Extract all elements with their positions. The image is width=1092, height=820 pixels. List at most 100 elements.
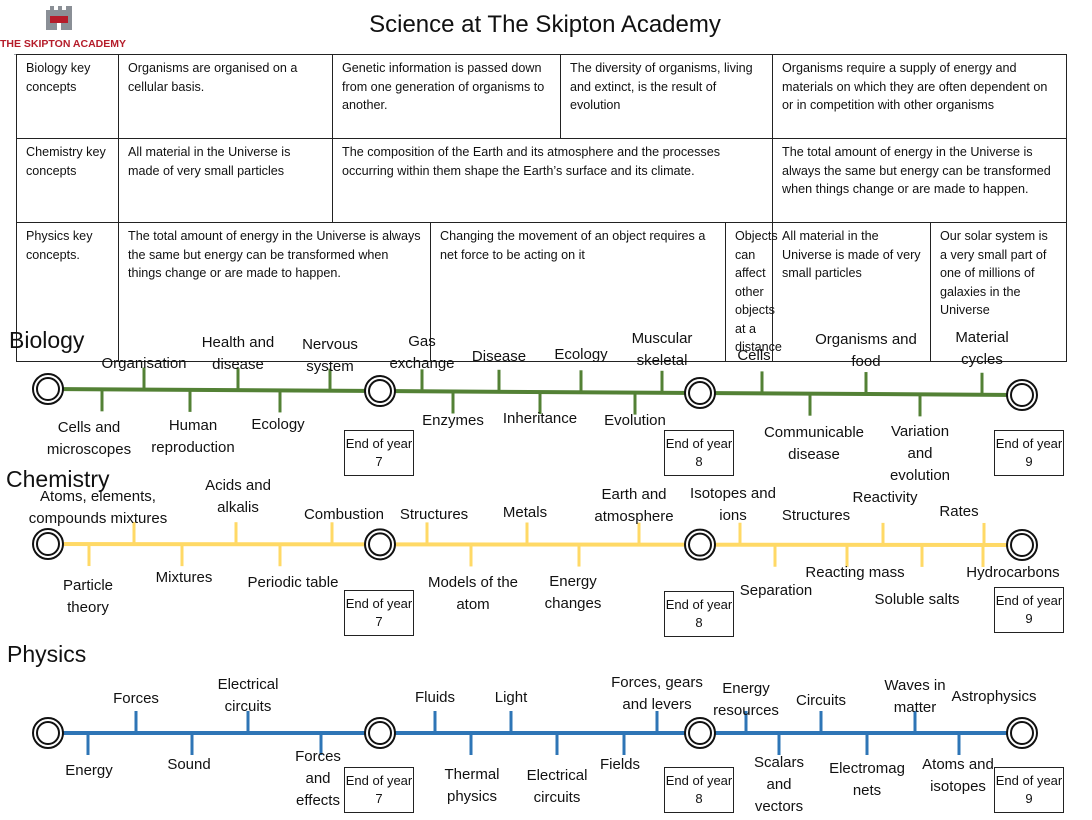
biology-topic-label: Nervous system: [302, 336, 358, 375]
biology-topic-label: Inheritance: [502, 410, 578, 427]
physics-topic-label: Scalars and vectors: [753, 754, 805, 815]
physics-topic-label: Circuits: [795, 692, 847, 709]
biology-topic-label: Gas exchange: [389, 333, 455, 372]
physics-milestone-node-inner: [368, 721, 392, 745]
chemistry-topic-label: Structures: [399, 506, 469, 523]
page-title: Science at The Skipton Academy: [369, 11, 721, 38]
castle-crest-icon: [46, 6, 72, 30]
biology-topic-label: Muscular skeletal: [631, 330, 693, 369]
school-name: THE SKIPTON ACADEMY: [0, 38, 127, 50]
physics-topic-label: Waves in matter: [884, 677, 946, 716]
physics-concept-cell: All material in the Universe is made of …: [772, 222, 931, 362]
chemistry-milestone-node-inner: [688, 532, 712, 557]
chemistry-topic-label: Atoms, elements, compounds mixtures: [28, 488, 168, 527]
chemistry-row-label: Chemistry key concepts: [16, 138, 119, 223]
chemistry-topic-label: Separation: [739, 582, 813, 599]
biology-concept-cell: Genetic information is passed down from …: [332, 54, 561, 139]
biology-milestone-node-inner: [688, 381, 712, 406]
physics-topic-label: Forces and effects: [295, 748, 341, 809]
end-of-year-8-box: End of year 8: [664, 591, 734, 637]
physics-concept-cell: Changing the movement of an object requi…: [430, 222, 726, 362]
biology-topic-label: Human reproduction: [151, 417, 235, 456]
end-of-year-7-box: End of year 7: [344, 767, 414, 813]
chemistry-heading: Chemistry: [6, 466, 110, 492]
chemistry-topic-label: Earth and atmosphere: [594, 486, 674, 525]
physics-milestone-node-inner: [36, 721, 60, 745]
end-of-year-9-box: End of year 9: [994, 430, 1064, 476]
chemistry-concept-cell: The composition of the Earth and its atm…: [332, 138, 773, 223]
biology-milestone-node-inner: [1010, 383, 1034, 407]
biology-topic-label: Material cycles: [955, 329, 1009, 368]
biology-topic-label: Enzymes: [422, 412, 484, 429]
chemistry-topic-label: Reacting mass: [805, 564, 905, 581]
biology-topic-label: Organisation: [101, 355, 187, 372]
end-of-year-7-box: End of year 7: [344, 590, 414, 636]
physics-milestone-node-inner: [688, 721, 712, 745]
physics-topic-label: Forces, gears and levers: [611, 674, 703, 713]
chemistry-milestone-node-inner: [368, 532, 392, 557]
chemistry-topic-label: Periodic table: [247, 574, 339, 591]
physics-concept-cell: The total amount of energy in the Univer…: [118, 222, 431, 362]
chemistry-milestone-node-inner: [1010, 533, 1034, 557]
chemistry-topic-label: Hydrocarbons: [966, 564, 1060, 581]
physics-topic-label: Astrophysics: [951, 688, 1037, 705]
physics-topic-label: Fields: [599, 756, 641, 773]
end-of-year-8-box: End of year 8: [664, 430, 734, 476]
physics-topic-label: Fluids: [414, 689, 456, 706]
biology-concept-cell: Organisms are organised on a cellular ba…: [118, 54, 333, 139]
physics-concepts-row: Physics key concepts. The total amount o…: [16, 222, 1067, 362]
biology-topic-label: Evolution: [604, 412, 666, 429]
chemistry-topic-label: Reactivity: [852, 489, 918, 506]
biology-concepts-row: Biology key concepts Organisms are organ…: [16, 54, 1067, 139]
chemistry-topic-label: Mixtures: [155, 569, 213, 586]
chemistry-topic-label: Metals: [502, 504, 548, 521]
physics-row-label: Physics key concepts.: [16, 222, 119, 362]
chemistry-topic-label: Energy changes: [544, 573, 602, 612]
physics-topic-label: Atoms and isotopes: [922, 756, 994, 795]
chemistry-topic-label: Models of the atom: [427, 574, 519, 613]
biology-topic-label: Variation and evolution: [889, 423, 951, 484]
chemistry-concepts-row: Chemistry key concepts All material in t…: [16, 138, 1067, 223]
key-concepts-table: Biology key concepts Organisms are organ…: [16, 54, 1067, 362]
physics-concept-cell: Our solar system is a very small part of…: [930, 222, 1067, 362]
biology-milestone-node-inner: [368, 379, 392, 404]
physics-topic-label: Thermal physics: [444, 766, 500, 805]
physics-topic-label: Sound: [167, 756, 211, 773]
chemistry-milestone-node-inner: [36, 532, 60, 556]
physics-topic-label: Electromagnets: [829, 760, 905, 799]
chemistry-topic-label: Rates: [939, 503, 979, 520]
biology-concept-cell: Organisms require a supply of energy and…: [772, 54, 1067, 139]
biology-topic-label: Disease: [471, 348, 527, 365]
physics-concept-cell: Objects can affect other objects at a di…: [725, 222, 782, 362]
biology-topic-label: Ecology: [554, 346, 608, 363]
biology-topic-label: Organisms and food: [815, 331, 917, 370]
end-of-year-8-box: End of year 8: [664, 767, 734, 813]
physics-topic-label: Forces: [113, 690, 159, 707]
biology-milestone-node-inner: [36, 377, 60, 401]
physics-topic-label: Energy: [65, 762, 113, 779]
chemistry-topic-label: Particle theory: [62, 577, 114, 616]
biology-topic-label: Health and disease: [201, 334, 275, 373]
biology-heading: Biology: [9, 327, 85, 353]
physics-topic-label: Energy resources: [713, 680, 779, 719]
school-logo: THE SKIPTON ACADEMY: [0, 4, 127, 62]
biology-topic-label: Ecology: [251, 416, 305, 433]
physics-topic-label: Electrical circuits: [526, 767, 588, 806]
end-of-year-7-box: End of year 7: [344, 430, 414, 476]
end-of-year-9-box: End of year 9: [994, 587, 1064, 633]
chemistry-topic-label: Soluble salts: [874, 591, 960, 608]
physics-topic-label: Light: [494, 689, 528, 706]
chemistry-concept-cell: The total amount of energy in the Univer…: [772, 138, 1067, 223]
chemistry-topic-label: Isotopes and ions: [690, 485, 776, 524]
physics-heading: Physics: [7, 641, 87, 667]
biology-concept-cell: The diversity of organisms, living and e…: [560, 54, 773, 139]
end-of-year-9-box: End of year 9: [994, 767, 1064, 813]
chemistry-timeline-axis: [47, 542, 1023, 547]
biology-timeline-axis: [47, 387, 1023, 397]
biology-topic-label: Cells and microscopes: [46, 419, 132, 458]
chemistry-topic-label: Acids and alkalis: [205, 477, 271, 516]
biology-topic-label: Communicable disease: [763, 424, 865, 463]
physics-topic-label: Electrical circuits: [217, 676, 279, 715]
chemistry-topic-label: Combustion: [303, 506, 385, 523]
